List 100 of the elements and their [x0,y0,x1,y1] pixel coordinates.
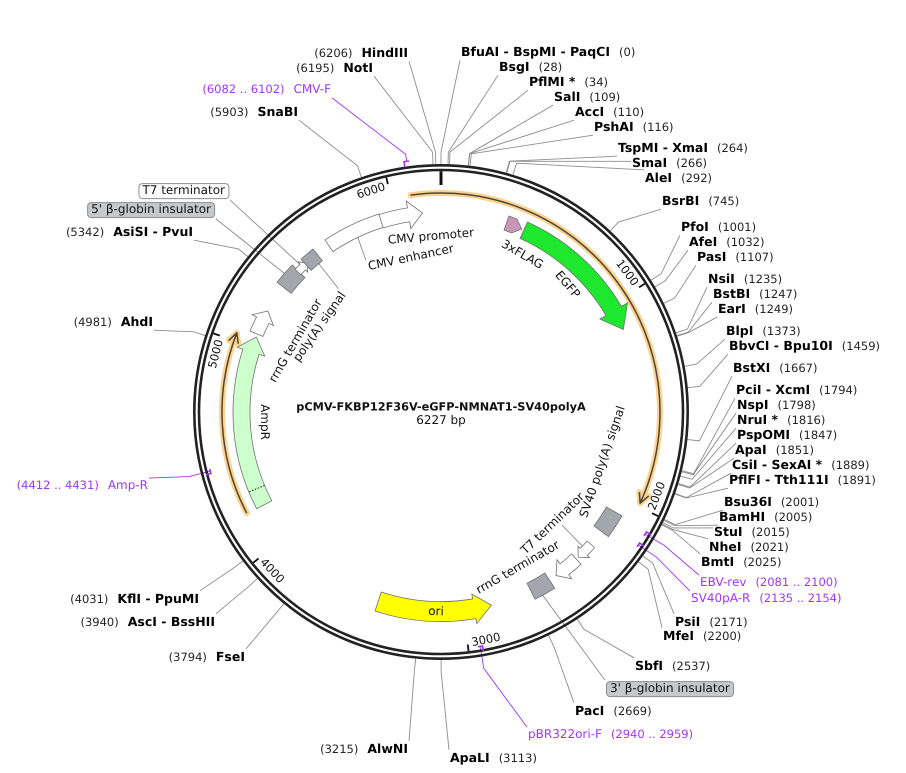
tick-label: 6000 [354,180,387,202]
feature-tag: 3' β-globin insulator [606,681,734,697]
sequence-feature [577,540,596,559]
cut-position: (1794) [819,383,858,397]
leader-line [512,162,644,176]
enzyme-name: AccI [575,104,604,120]
leader-line [548,635,574,704]
leader-line [148,470,211,479]
leader-line [506,156,618,174]
plasmid-name: pCMV-FKBP12F36V-eGFP-NMNAT1-SV40polyA [296,400,586,414]
cut-position: (745) [708,194,740,208]
primer-name: SV40pA-R [691,592,750,606]
primer-name: CMV-F [294,83,331,97]
leader-line [674,472,732,498]
primer-range: (2940 .. 2959) [610,728,694,742]
cut-position: (1459) [842,339,880,353]
enzyme-name: ApaLI [450,750,490,766]
cut-position: (1847) [799,428,838,442]
feature-tag: T7 terminator [138,183,229,199]
enzyme-name: PfoI [681,220,709,234]
leader-line [246,603,284,650]
enzyme-name: BamHI [719,510,766,524]
feature-label: AmpR [257,404,271,440]
enzyme-name: PshAI [594,120,634,134]
leader-line [681,412,736,476]
leader-line [642,556,674,614]
enzyme-name: KflI - PpuMI [117,592,199,606]
cut-position: (292) [681,171,712,185]
primer-name: Amp-R [108,479,148,493]
cut-position: (2001) [780,495,820,509]
cut-position: (4031) [70,592,108,606]
cut-position: (4981) [74,315,112,329]
enzyme-name: BlpI [726,324,754,338]
leader-line [664,510,724,526]
sequence-feature [294,261,309,276]
cut-position: (5342) [66,225,104,239]
leader-line [298,120,362,178]
enzyme-name: BbvCI - Bpu10I [729,338,833,354]
primer-site-mark [476,645,484,652]
enzyme-name: AlwNI [367,742,408,756]
feature-block [276,264,306,295]
cut-position: (266) [676,156,708,170]
leader-line [576,618,634,658]
enzyme-name: SnaBI [257,104,298,120]
cut-position: (2025) [743,555,782,569]
tick-label: 2000 [646,480,669,512]
leader-line [440,60,460,164]
leader-line [216,218,285,274]
enzyme-name: EarI [718,302,746,316]
leader-line [678,442,736,488]
enzyme-name: NsiI [708,272,735,286]
leader-line [661,524,700,554]
cut-position: (2200) [703,629,742,643]
primer-site-mark [643,531,652,538]
leader-line [506,160,632,174]
enzyme-name: HindIII [361,46,408,60]
cut-position: (1001) [718,220,756,234]
leader-line [638,561,662,628]
enzyme-name: NruI * [737,412,778,428]
enzyme-name: BstXI [733,360,770,376]
leader-line [663,264,696,304]
leader-line [468,104,554,166]
feature-label: CMV promoter [387,226,475,247]
cut-position: (5903) [210,105,248,119]
cut-position: (0) [619,45,636,59]
tick-label: 5000 [206,338,227,370]
cut-position: (3794) [168,650,207,664]
enzyme-name: PacI [575,704,604,718]
enzyme-name: AscI - BssHII [128,614,215,630]
leader-line [468,120,574,166]
leader-line [440,660,450,750]
cut-position: (2669) [613,704,652,718]
enzyme-name: SalI [554,90,580,104]
leader-line [662,522,714,528]
leader-line [408,658,416,742]
cut-position: (3940) [80,615,119,629]
cut-position: (34) [584,75,608,89]
leader-line [230,199,300,265]
leader-line [470,134,594,166]
primer-range: (2081 .. 2100) [755,576,838,590]
cut-position: (6206) [314,46,352,60]
cut-position: (2021) [750,540,789,554]
cut-position: (110) [613,105,644,119]
plasmid-size: 6227 bp [416,414,466,428]
primer-name: EBV-rev [700,576,746,590]
primer-site-mark [403,160,410,168]
enzyme-name: MfeI [663,628,694,644]
enzyme-name: AhdI [120,314,153,330]
leader-line [448,74,498,165]
leader-line [644,534,700,576]
cut-position: (2005) [774,510,812,524]
enzyme-name: CsiI - SexAI * [732,458,822,472]
enzyme-name: AsiSI - PvuI [113,224,193,240]
enzyme-name: PsiI [675,614,700,630]
cut-position: (3113) [498,751,537,765]
cut-position: (1851) [776,443,814,457]
sequence-feature [324,213,385,253]
enzyme-name: SbfI [635,658,664,674]
feature-block [300,248,324,272]
leader-line [638,544,690,592]
